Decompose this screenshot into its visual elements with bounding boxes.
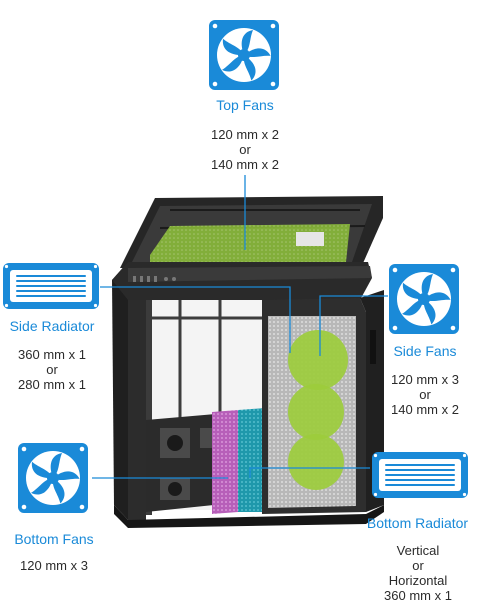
side-radiator-spec-line: or [46, 362, 58, 377]
side-fan-zone-3 [288, 434, 344, 490]
side-radiator-spec: 360 mm x 1 or 280 mm x 1 [0, 347, 104, 392]
bottom-radiator-spec-line: Horizontal [388, 573, 448, 588]
bottom-fans-spec: 120 mm x 3 [0, 558, 108, 573]
side-fans-title: Side Fans [393, 343, 457, 359]
bottom-radiator-spec-line: or [412, 558, 424, 573]
side-fans-fan-icon [389, 264, 459, 334]
bottom-fans-spec-line: 120 mm x 3 [20, 558, 88, 573]
connector-side-fans [319, 295, 388, 356]
side-fans-spec-line: 120 mm x 3 [391, 372, 459, 387]
side-radiator-radiator-icon [2, 262, 100, 310]
bottom-radiator-spec-line: 360 mm x 1 [384, 588, 452, 603]
side-fan-zone-2 [288, 384, 344, 440]
connector-side-radiator [100, 286, 291, 353]
pc-case [112, 196, 384, 528]
side-fans-spec: 120 mm x 3 or 140 mm x 2 [376, 372, 474, 417]
connector-bottom-radiator [249, 467, 370, 478]
side-radiator-title: Side Radiator [9, 318, 95, 334]
side-radiator-spec-line: 360 mm x 1 [18, 347, 86, 362]
bottom-radiator-radiator-icon [371, 451, 469, 499]
side-radiator-spec-line: 280 mm x 1 [18, 377, 86, 392]
bottom-fans-title: Bottom Fans [14, 531, 94, 547]
side-fans-spec-line: or [419, 387, 431, 402]
top-fans-spec-line: 140 mm x 2 [211, 157, 279, 172]
bottom-radiator-purple [212, 410, 238, 514]
bottom-radiator-title: Bottom Radiator [366, 515, 469, 531]
bottom-radiator-teal [238, 408, 266, 512]
bottom-radiator-spec-line: Vertical [396, 543, 440, 558]
side-fans-spec-line: 140 mm x 2 [391, 402, 459, 417]
side-fan-zone-1 [288, 330, 348, 390]
top-fans-spec-line: 120 mm x 2 [211, 127, 279, 142]
bottom-radiator-spec: Vertical or Horizontal 360 mm x 1 [368, 543, 468, 603]
connector-lines [92, 175, 388, 479]
top-fans-fan-icon [209, 20, 279, 90]
bottom-fans-fan-icon [18, 443, 88, 513]
top-fans-spec-line: or [239, 142, 251, 157]
top-fans-title: Top Fans [216, 97, 274, 113]
top-fans-spec: 120 mm x 2 or 140 mm x 2 [185, 127, 305, 172]
